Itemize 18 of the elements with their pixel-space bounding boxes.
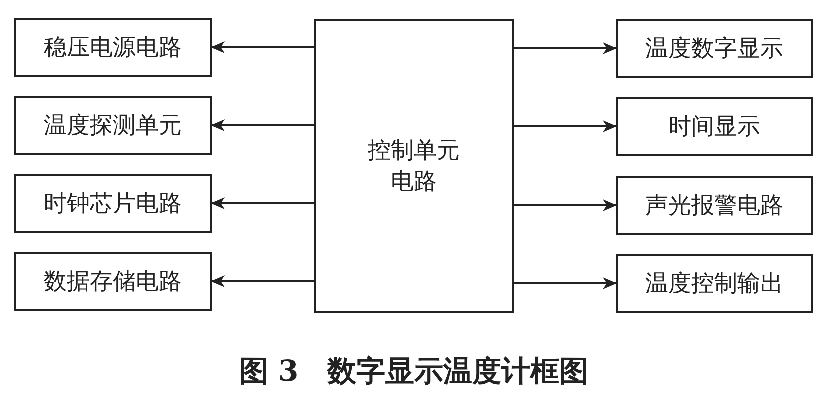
arrow bbox=[514, 278, 617, 290]
process-box: 温度数字显示 bbox=[616, 19, 813, 78]
arrow bbox=[211, 42, 314, 54]
arrow bbox=[514, 200, 617, 212]
process-box: 时钟芯片电路 bbox=[14, 174, 212, 233]
arrow bbox=[514, 42, 617, 54]
process-box: 数据存储电路 bbox=[14, 252, 212, 311]
figure-caption: 图 3 数字显示温度计框图 bbox=[238, 353, 590, 390]
process-box: 温度控制输出 bbox=[616, 254, 813, 313]
arrow bbox=[211, 120, 314, 132]
process-box: 时间显示 bbox=[616, 97, 813, 156]
arrow bbox=[211, 198, 314, 210]
process-box: 温度探测单元 bbox=[14, 96, 212, 155]
arrow bbox=[211, 276, 314, 288]
process-box: 声光报警电路 bbox=[616, 176, 813, 235]
arrow bbox=[514, 120, 617, 132]
process-box: 稳压电源电路 bbox=[14, 18, 212, 77]
process-box: 控制单元电路 bbox=[314, 19, 514, 313]
